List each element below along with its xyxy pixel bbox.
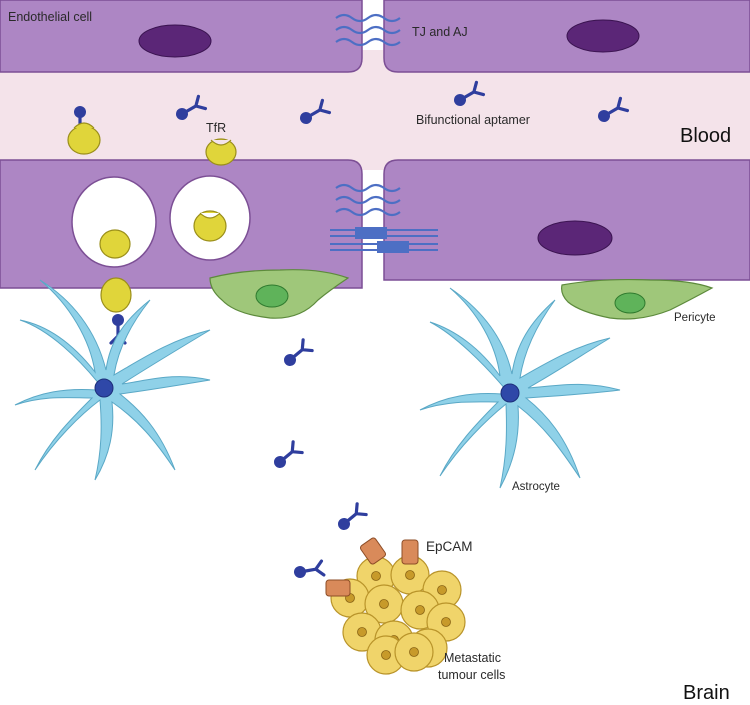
label-astrocyte: Astrocyte xyxy=(512,481,560,493)
aptamer-icon xyxy=(338,502,368,530)
aptamer-icon xyxy=(284,338,314,366)
vesicle-receptor-free xyxy=(193,210,227,242)
endocytic-vesicle xyxy=(71,176,157,268)
tumour-cell xyxy=(366,635,406,675)
metastatic-tumour-cluster xyxy=(330,555,466,675)
tumour-cell xyxy=(394,632,434,672)
endothelial-nucleus xyxy=(537,220,613,256)
label-endothelial-cell: Endothelial cell xyxy=(8,10,92,24)
tumour-cell xyxy=(342,612,382,652)
aptamer-icon xyxy=(176,94,208,120)
tfr-receptor-abluminal xyxy=(100,277,132,313)
astrocyte-left xyxy=(14,279,211,481)
adherens-junction xyxy=(330,227,438,253)
label-epcam: EpCAM xyxy=(426,539,473,554)
label-blood: Blood xyxy=(680,125,731,147)
epcam-receptor xyxy=(325,537,419,597)
vesicle-receptor xyxy=(99,229,131,259)
pericyte-left xyxy=(209,269,350,319)
aptamer-icon xyxy=(454,80,486,106)
tight-junction-bottom xyxy=(335,183,401,217)
endothelial-nucleus xyxy=(566,19,640,53)
astrocyte-right xyxy=(419,287,621,489)
label-bifunctional-aptamer: Bifunctional aptamer xyxy=(416,113,530,127)
aptamer-icon xyxy=(294,559,326,578)
aptamer-icon xyxy=(300,98,332,124)
label-tj-aj: TJ and AJ xyxy=(412,25,468,39)
pericyte-right xyxy=(561,278,714,320)
tight-junction-top xyxy=(335,13,401,47)
tfr-receptor-free xyxy=(205,138,237,166)
endothelial-nucleus xyxy=(138,24,212,58)
aptamer-icon xyxy=(598,96,630,122)
endothelial-cell-bottom-right xyxy=(383,159,750,281)
label-metastatic: Metastatic xyxy=(444,651,501,665)
aptamer-icon xyxy=(274,440,304,468)
label-pericyte: Pericyte xyxy=(674,312,716,324)
label-tumour-cells: tumour cells xyxy=(438,668,505,682)
tfr-receptor-bound xyxy=(67,122,101,155)
label-brain: Brain xyxy=(683,682,730,704)
label-tfr: TfR xyxy=(206,121,226,135)
